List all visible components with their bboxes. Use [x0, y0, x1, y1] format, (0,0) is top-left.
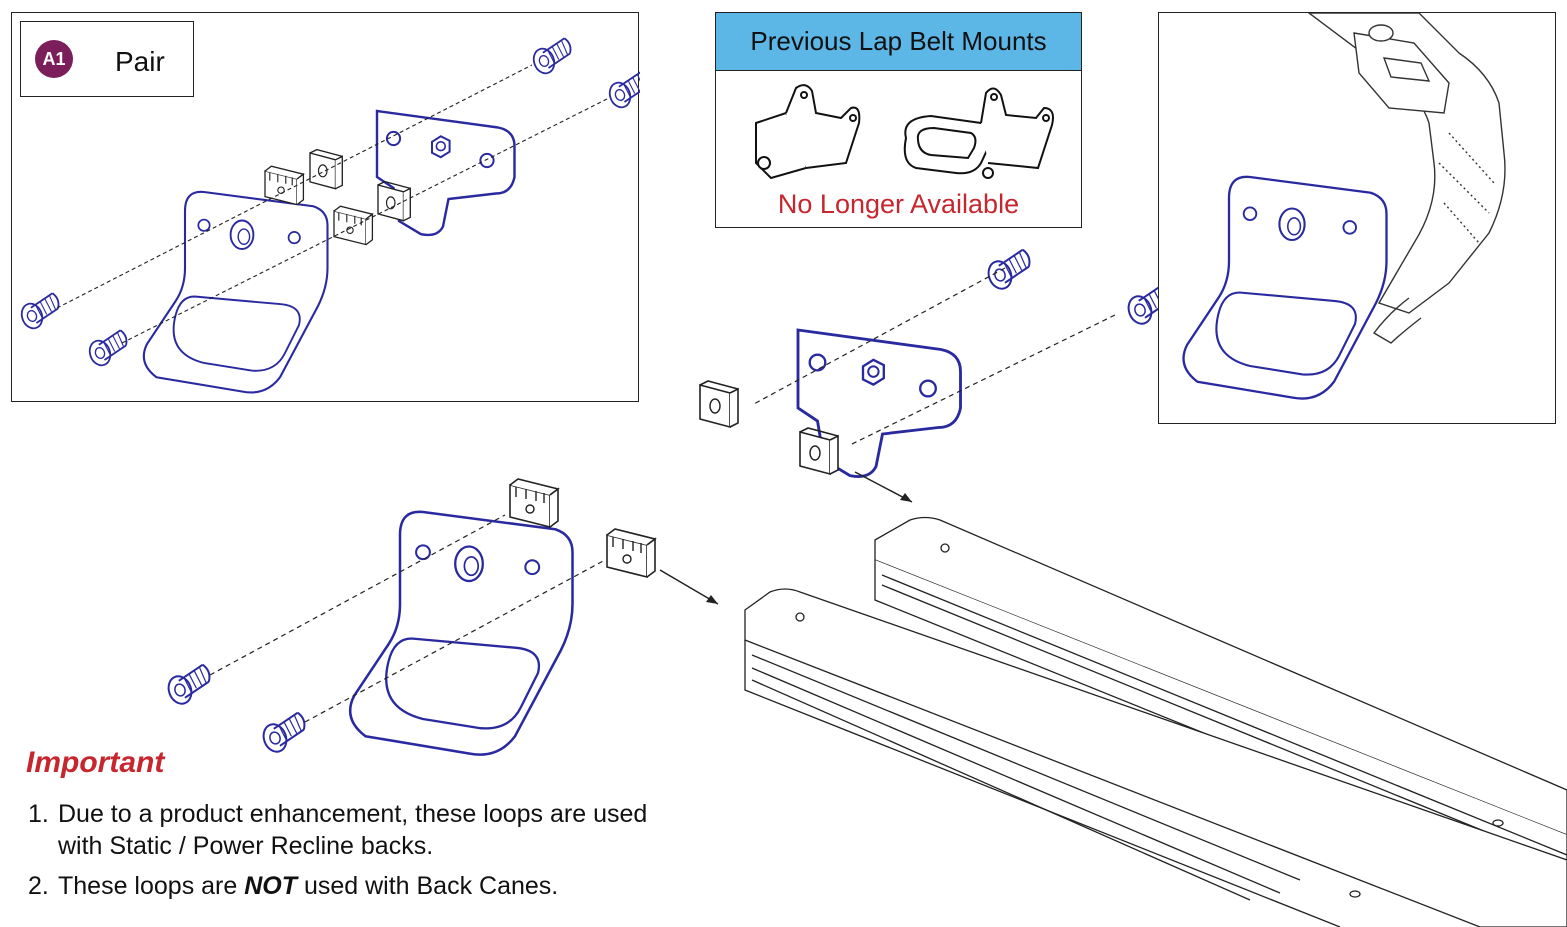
note-1: 1. Due to a product enhancement, these lo…	[28, 798, 647, 862]
pair-inset-panel: A1 Pair	[11, 12, 640, 402]
lap-belt	[1307, 13, 1506, 344]
no-longer-available-label: No Longer Available	[777, 189, 1020, 219]
previous-mount-right	[903, 87, 1054, 179]
note-2-emphasis: NOT	[244, 872, 297, 900]
seat-rail-lower	[744, 588, 1567, 927]
previous-mounts-panel: Previous Lap Belt Mounts No Longer Avail…	[715, 12, 1082, 228]
important-heading: Important	[26, 746, 165, 779]
previous-mounts-drawing	[755, 84, 1054, 180]
note-2-after: used with Back Canes.	[297, 872, 559, 900]
previous-mount-left	[755, 84, 861, 180]
main-loop-assembly	[163, 247, 1177, 756]
installed-belt-drawing	[1182, 13, 1506, 400]
note-2: 2. These loops are NOT used with Back Can…	[28, 870, 558, 902]
note-2-number: 2.	[28, 872, 49, 900]
note-1-line2: with Static / Power Recline backs.	[58, 832, 434, 860]
installed-belt-inset-panel	[1158, 12, 1556, 424]
note-1-number: 1.	[28, 800, 49, 828]
callout-badge: A1	[35, 40, 73, 78]
callout-label: Pair	[115, 46, 165, 77]
callout-box: A1 Pair	[20, 21, 194, 97]
previous-mounts-title: Previous Lap Belt Mounts	[716, 13, 1081, 71]
note-2-before: These loops are	[58, 872, 245, 900]
pair-inset-drawing	[16, 36, 640, 394]
note-1-line1: Due to a product enhancement, these loop…	[58, 800, 648, 828]
